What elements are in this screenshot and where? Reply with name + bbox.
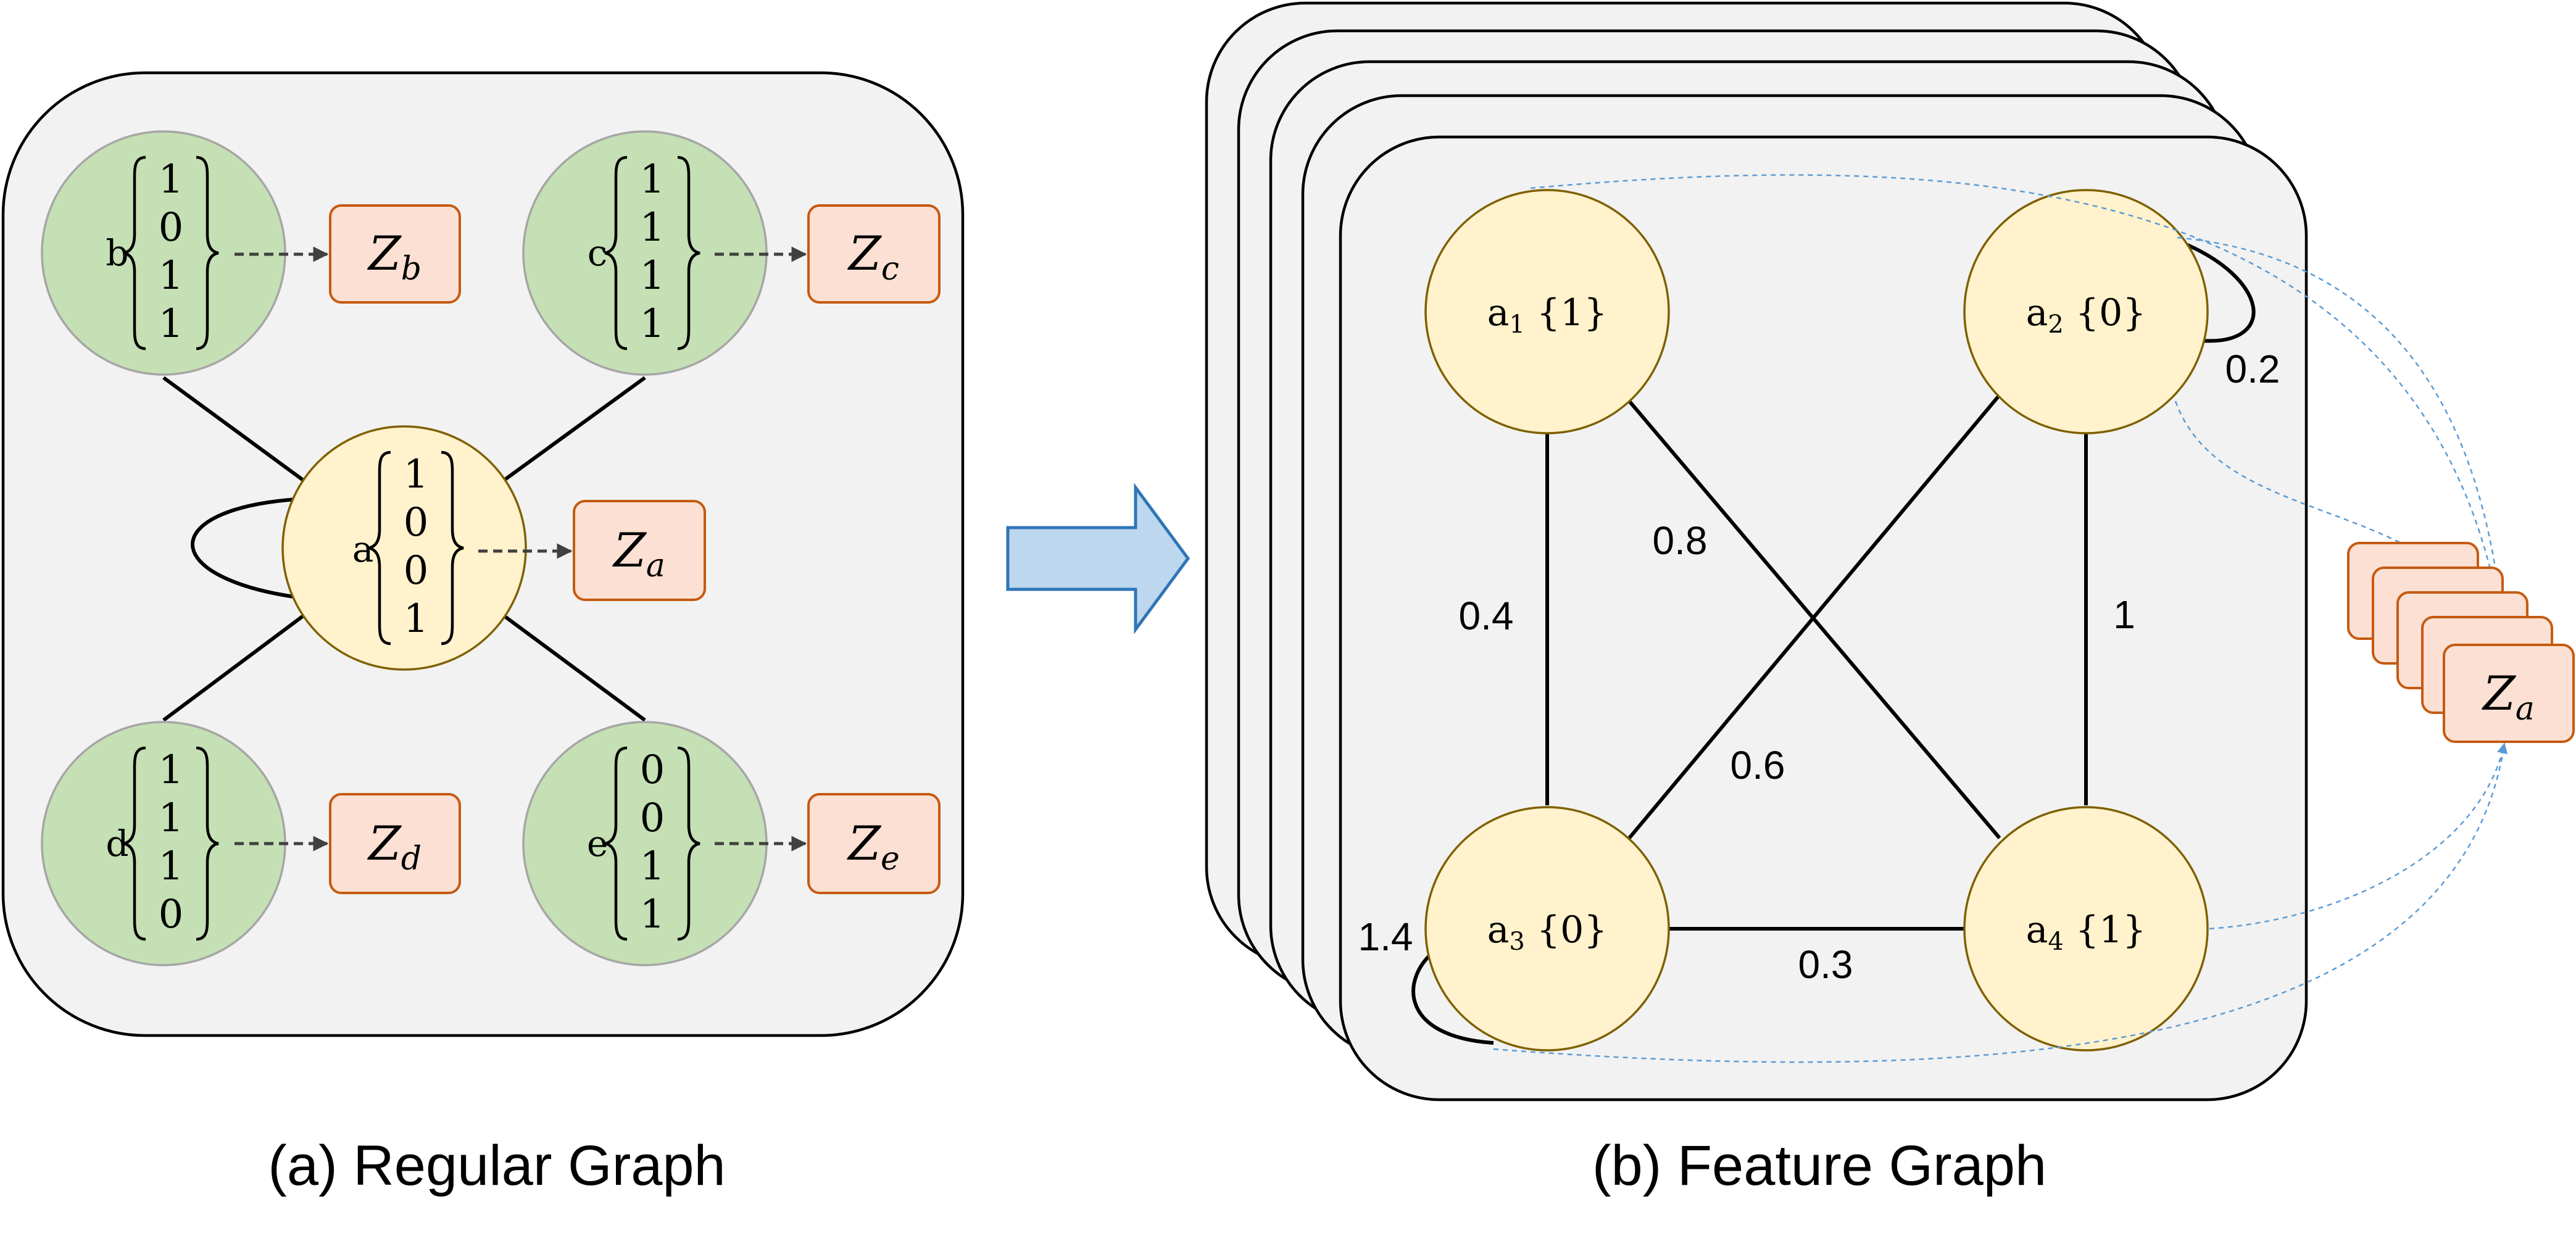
feature-node-a1: a1 {1} (1424, 189, 1670, 434)
node-b-value-4: 1 (159, 301, 184, 347)
output-box-za: Za (573, 500, 706, 601)
node-e-value-2: 0 (640, 795, 665, 841)
node-d-value-2: 1 (159, 795, 184, 841)
output-box-zc: Zc (807, 204, 941, 304)
output-box-zd: Zd (329, 793, 461, 894)
node-d-value-4: 0 (159, 892, 184, 937)
self-loop-a (191, 497, 308, 600)
weight-a1-a3: 0.4 (1459, 594, 1514, 638)
transform-arrow-icon (1006, 483, 1190, 634)
feature-node-a2: a2 {0} (1963, 189, 2209, 434)
output-box-ze: Ze (807, 793, 941, 894)
node-b-value-1: 1 (159, 157, 184, 202)
node-d: d 1 1 1 0 (41, 721, 286, 966)
node-c-value-4: 1 (640, 301, 665, 347)
edge-a2-a3 (1627, 394, 2001, 839)
weight-a2-a3: 0.6 (1730, 743, 1785, 787)
node-a-value-3: 0 (404, 548, 429, 594)
weight-a2-a4: 1 (2113, 592, 2135, 637)
weight-a3-self: 1.4 (1358, 915, 1413, 959)
zb-label: Zb (367, 226, 422, 288)
zd-label: Zd (367, 816, 422, 878)
caption-regular-graph: (a) Regular Graph (268, 1134, 725, 1197)
node-a-value-2: 0 (404, 500, 429, 546)
feature-node-a1-label: a1 {1} (1487, 291, 1608, 339)
za-label: Za (612, 523, 665, 584)
node-b-value-3: 1 (159, 253, 184, 299)
self-loop-a3 (1411, 952, 1494, 1045)
node-c-value-2: 1 (640, 205, 665, 251)
edge-a-d (162, 611, 309, 722)
node-a-value-1: 1 (404, 452, 429, 497)
node-c-value-1: 1 (640, 157, 665, 202)
feature-node-a3-label: a3 {0} (1487, 908, 1608, 956)
node-a: a 1 0 0 1 (281, 425, 527, 671)
edge-a1-a4 (1627, 400, 2001, 839)
regular-graph-panel: b 1 0 1 1 Zb c 1 1 1 1 Zc (1, 71, 965, 1037)
aggregation-link-a4 (2209, 742, 2508, 930)
feature-node-a4: a4 {1} (1963, 806, 2209, 1052)
zc-label: Zc (847, 226, 899, 288)
node-e-value-1: 0 (640, 747, 665, 793)
feature-node-a3: a3 {0} (1424, 806, 1670, 1052)
feature-output-stack: Za (2347, 542, 2575, 743)
aggregation-link-a1 (1530, 174, 2509, 643)
edge-a-b (162, 376, 309, 485)
self-loop-a2 (2176, 239, 2256, 343)
output-box-zb: Zb (329, 204, 461, 304)
node-b-value-2: 0 (159, 205, 184, 251)
feature-output-front (2443, 644, 2575, 743)
node-a-value-4: 1 (404, 596, 429, 642)
edge-a-c (499, 376, 646, 485)
weight-a1-a4: 0.8 (1653, 518, 1708, 563)
feature-node-a2-label: a2 {0} (2026, 291, 2146, 339)
node-d-value-1: 1 (159, 747, 184, 793)
node-b: b 1 0 1 1 (41, 130, 286, 376)
node-c-value-3: 1 (640, 253, 665, 299)
weight-a3-a4: 0.3 (1798, 942, 1853, 987)
ze-label: Ze (847, 816, 900, 878)
aggregation-link-a3 (1493, 743, 2506, 1063)
node-e-value-3: 1 (640, 844, 665, 889)
caption-feature-graph: (b) Feature Graph (1592, 1134, 2046, 1197)
node-e-value-4: 1 (640, 892, 665, 937)
node-e: e 0 0 1 1 (522, 721, 768, 966)
feature-node-a4-label: a4 {1} (2026, 908, 2146, 956)
node-d-value-3: 1 (159, 844, 184, 889)
feature-graph-panel: 0.4 0.8 0.6 1 0.3 0.2 1.4 a1 {1} a2 {0} … (1205, 1, 2308, 1102)
node-e-label: e (587, 823, 608, 865)
feature-output-label: Za (2482, 666, 2535, 728)
edge-a-e (499, 611, 646, 722)
aggregation-links (1493, 174, 2509, 1063)
aggregation-link-a2-top (2177, 236, 2506, 642)
weight-a2-self: 0.2 (2225, 347, 2280, 391)
node-c-label: c (588, 232, 607, 274)
